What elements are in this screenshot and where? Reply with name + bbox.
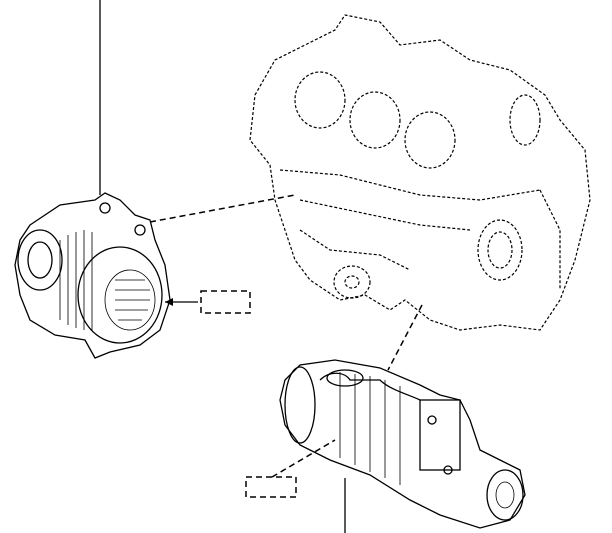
starter-motor-drawing (279, 359, 526, 529)
alternator-reference-box (200, 290, 251, 314)
alternator-drawing (14, 192, 171, 359)
starter-reference-box (245, 476, 297, 498)
engine-block-drawing (249, 14, 591, 331)
alternator-mount-leader (149, 194, 296, 223)
arrow-head-icon (165, 298, 173, 306)
starter-reference-leader (271, 439, 336, 478)
starter-mount-leader (387, 304, 423, 371)
